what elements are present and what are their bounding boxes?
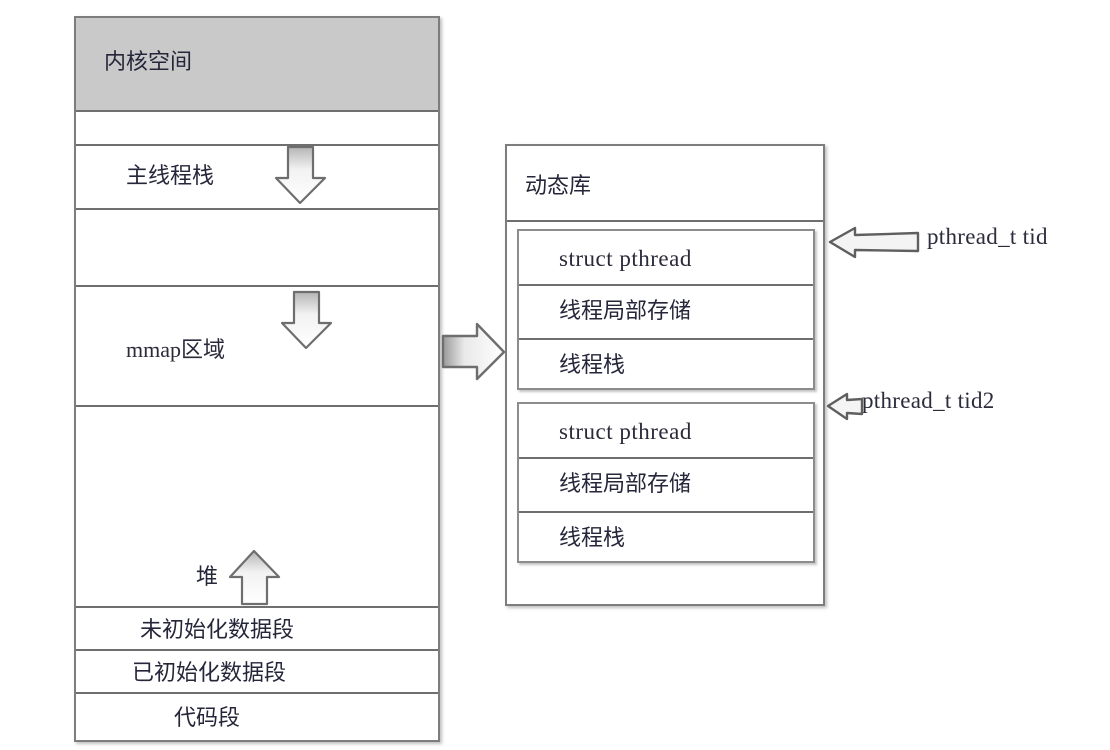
tb2-row-thread-local-storage: 线程局部存储: [559, 472, 692, 497]
label-main-thread-stack: 主线程栈: [126, 164, 215, 189]
separator-bss-bottom: [76, 649, 438, 651]
thread-block-2: struct pthread 线程局部存储 线程栈: [517, 402, 815, 563]
process-address-space: 内核空间 主线程栈 mmap区域 堆 未初始化数据段 已初始化数据段 代码段: [74, 16, 440, 742]
tb1-separator-2: [519, 338, 813, 340]
separator-kernel-bottom: [76, 110, 438, 112]
separator-dylib-title-bottom: [507, 220, 823, 222]
thread-block-1: struct pthread 线程局部存储 线程栈: [517, 229, 815, 390]
tb1-row-struct-pthread: struct pthread: [559, 246, 692, 271]
label-kernel-space: 内核空间: [104, 50, 193, 75]
tb2-row-struct-pthread: struct pthread: [559, 419, 692, 444]
separator-mmap-bottom: [76, 405, 438, 407]
tid-callout-arrow: [828, 226, 920, 259]
tb2-separator-1: [519, 457, 813, 459]
label-mmap-region: mmap区域: [126, 337, 225, 362]
tb1-row-thread-stack: 线程栈: [559, 353, 626, 378]
tb1-separator-1: [519, 284, 813, 286]
callout-pthread-t-tid2: pthread_t tid2: [862, 388, 995, 413]
callout-pthread-t-tid: pthread_t tid: [927, 224, 1048, 249]
label-text-segment: 代码段: [174, 706, 241, 731]
separator-mainstack-bottom: [76, 208, 438, 210]
label-heap: 堆: [196, 565, 219, 590]
separator-data-bottom: [76, 692, 438, 694]
label-dynamic-library: 动态库: [525, 174, 592, 199]
kernel-space-fill: [76, 18, 438, 110]
separator-gap1-bottom: [76, 144, 438, 146]
tid2-callout-arrow: [826, 392, 864, 421]
dynamic-library-panel: 动态库 struct pthread 线程局部存储 线程栈 struct pth…: [505, 144, 825, 606]
separator-gap2-bottom: [76, 285, 438, 287]
label-data-segment: 已初始化数据段: [132, 661, 287, 686]
mmap-to-dylib-arrow: [441, 322, 506, 381]
tb1-row-thread-local-storage: 线程局部存储: [559, 299, 692, 324]
label-bss-segment: 未初始化数据段: [140, 618, 295, 643]
tb2-row-thread-stack: 线程栈: [559, 526, 626, 551]
separator-heap-bottom: [76, 606, 438, 608]
tb2-separator-2: [519, 511, 813, 513]
